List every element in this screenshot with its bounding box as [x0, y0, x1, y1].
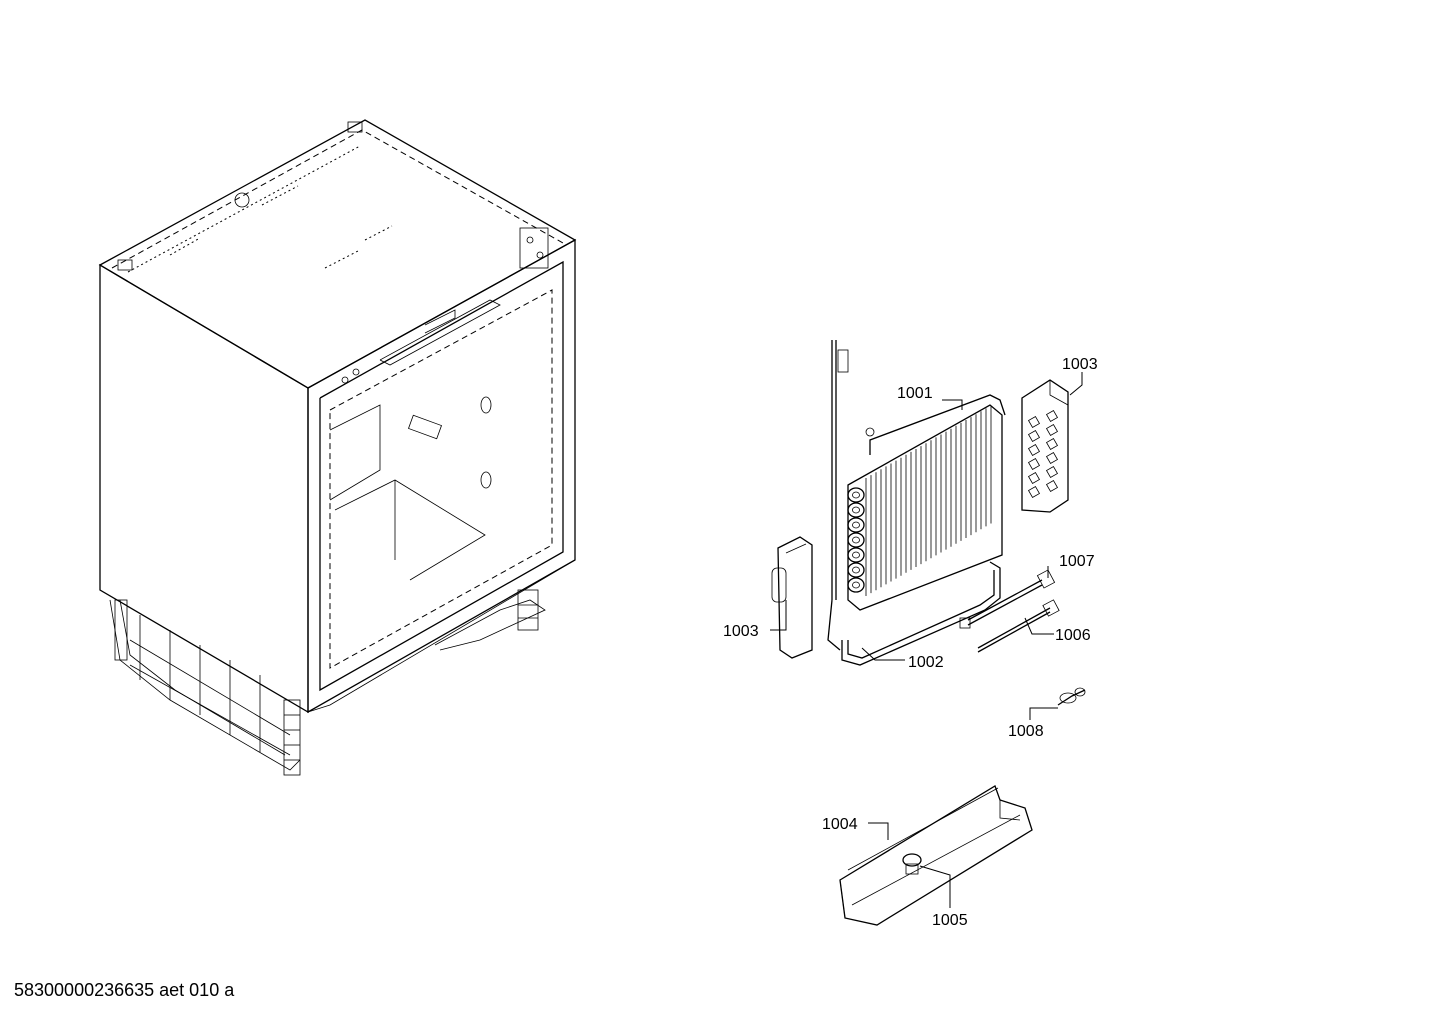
refrigerator-cabinet: [98, 119, 577, 776]
rear-cover-part: [1021, 379, 1069, 513]
leader-lines: [770, 372, 1083, 908]
drip-tray: [839, 785, 1033, 926]
callout-1002: 1002: [908, 654, 944, 671]
clip-part: [1057, 687, 1086, 706]
callout-1007: 1007: [1059, 553, 1095, 570]
connecting-tube: [841, 561, 1001, 666]
evaporator-coil: [847, 394, 1006, 611]
callout-1008: 1008: [1008, 723, 1044, 740]
drain-plug: [902, 853, 922, 875]
callout-labels: 1001 1003 1003 1002 1007 1006 1008 1004 …: [723, 356, 1098, 929]
callout-1005: 1005: [932, 912, 968, 929]
front-cover-part: [771, 536, 813, 659]
callout-1001: 1001: [897, 385, 933, 402]
capillary-tube: [827, 340, 849, 651]
callout-1003-left: 1003: [723, 623, 759, 640]
callout-1004: 1004: [822, 816, 858, 833]
callout-1003-right: 1003: [1062, 356, 1098, 373]
temperature-sensor: [977, 599, 1060, 653]
coil-tube-ends: [847, 487, 865, 593]
sensor-probe: [959, 569, 1056, 629]
callout-1006: 1006: [1055, 627, 1091, 644]
drawing-id: 58300000236635 aet 010 a: [14, 980, 235, 1000]
